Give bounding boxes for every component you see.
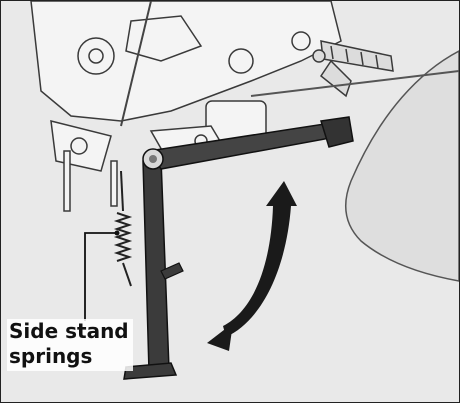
side-stand-springs-label: Side stand springs xyxy=(7,319,133,371)
label-line-2: springs xyxy=(9,344,93,368)
engine-background xyxy=(30,1,342,212)
side-stand-springs xyxy=(113,170,133,287)
rear-tire xyxy=(345,50,459,282)
callout-leader xyxy=(84,232,117,321)
frame-rod xyxy=(250,70,459,97)
curved-double-arrow-icon xyxy=(207,181,297,351)
brake-rod xyxy=(120,1,152,127)
label-line-1: Side stand xyxy=(9,319,129,343)
side-stand xyxy=(123,116,354,380)
footrest xyxy=(312,40,394,98)
